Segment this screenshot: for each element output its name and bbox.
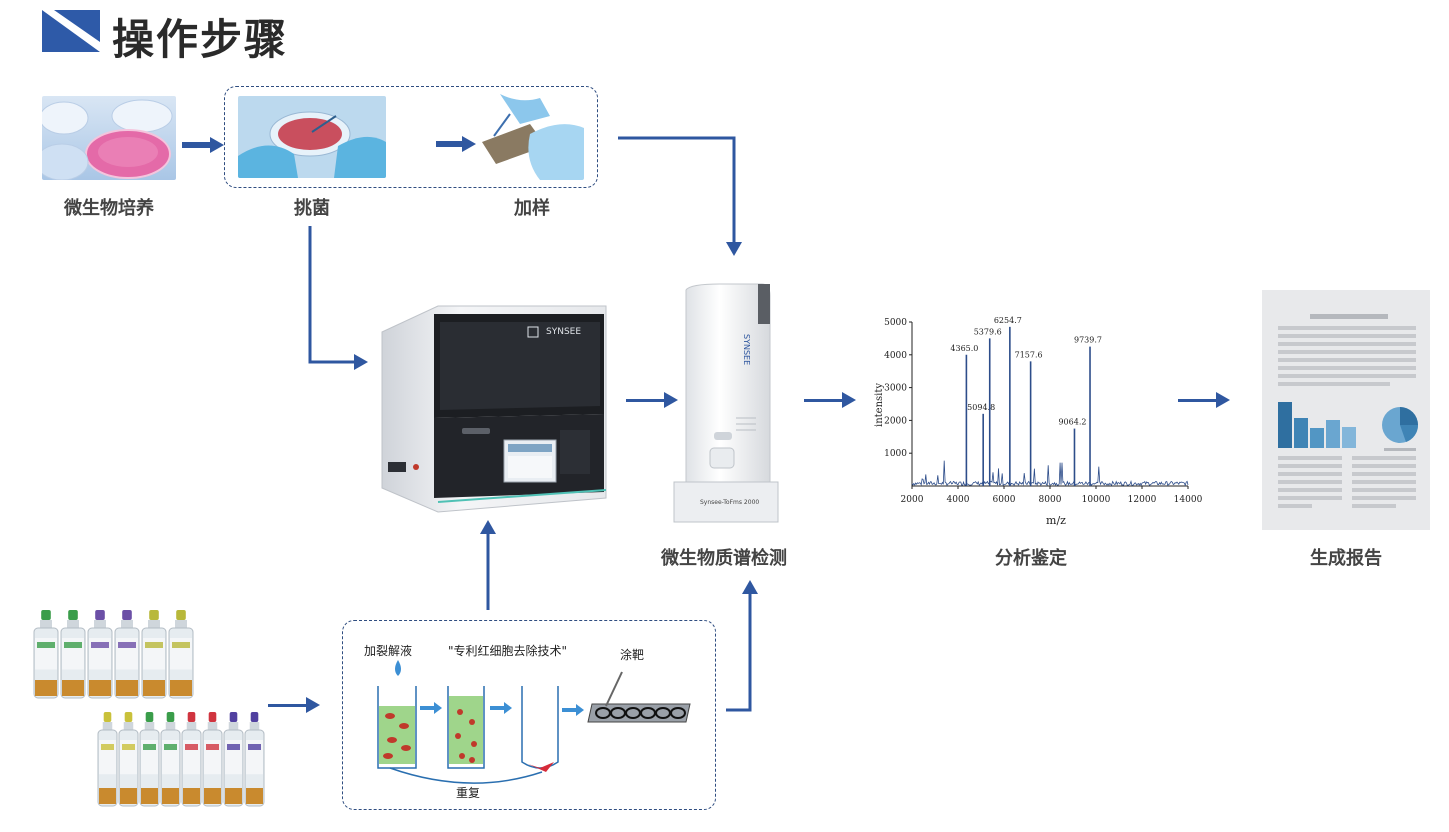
peak-label: 9739.7 bbox=[1074, 336, 1102, 345]
arrow-load-to-ms bbox=[618, 136, 742, 256]
peak-label: 6254.7 bbox=[994, 316, 1022, 325]
lysis-drop-icon bbox=[395, 660, 401, 676]
x-tick-label: 12000 bbox=[1128, 495, 1157, 505]
arrow-pick-to-load bbox=[436, 136, 476, 152]
y-tick-label: 3000 bbox=[884, 384, 907, 394]
page-title: 操作步骤 bbox=[112, 15, 289, 64]
arrow-pick-to-prep bbox=[308, 226, 368, 370]
culture-bottle bbox=[244, 712, 265, 807]
arrow-ms-to-analysis bbox=[804, 392, 856, 408]
culture-photo bbox=[42, 96, 176, 180]
load-photo bbox=[480, 94, 584, 180]
x-tick-label: 6000 bbox=[993, 495, 1016, 505]
step-pick-label: 挑菌 bbox=[294, 198, 330, 219]
sample-prep-instrument: SYNSEE bbox=[381, 305, 607, 513]
title-icon bbox=[42, 10, 100, 52]
pick-photo bbox=[238, 96, 386, 178]
x-axis-label: m/z bbox=[1046, 514, 1066, 527]
peak-label: 9064.2 bbox=[1058, 418, 1086, 427]
x-tick-label: 4000 bbox=[947, 495, 970, 505]
pipette-icon bbox=[605, 671, 623, 707]
step-report-label: 生成报告 bbox=[1310, 548, 1382, 569]
arrow-lysis-to-ms bbox=[726, 580, 758, 712]
report-document bbox=[1262, 290, 1430, 530]
arrow-analysis-to-report bbox=[1178, 392, 1230, 408]
culture-bottle bbox=[33, 610, 59, 699]
x-tick-label: 8000 bbox=[1039, 495, 1062, 505]
lysis-tech-label: "专利红细胞去除技术" bbox=[448, 644, 568, 658]
lysis-group bbox=[342, 620, 716, 810]
peak-label: 7157.6 bbox=[1015, 350, 1043, 359]
step-culture-label: 微生物培养 bbox=[64, 198, 154, 219]
culture-bottle bbox=[223, 712, 244, 807]
lysis-process-illustration bbox=[377, 660, 691, 784]
y-axis-label: intensity bbox=[874, 383, 885, 427]
culture-bottle bbox=[160, 712, 181, 807]
ms-model-text: Synsee-ToFms 2000 bbox=[700, 499, 759, 506]
x-tick-label: 14000 bbox=[1174, 495, 1203, 505]
culture-bottle bbox=[202, 712, 223, 807]
arrow-lysis-to-prep bbox=[480, 520, 496, 610]
y-tick-label: 1000 bbox=[884, 449, 907, 459]
x-tick-label: 10000 bbox=[1082, 495, 1111, 505]
peak-label: 5379.6 bbox=[974, 327, 1002, 336]
blood-culture-bottles bbox=[33, 610, 265, 807]
prep-brand-logo: SYNSEE bbox=[546, 327, 581, 337]
step-load-label: 加样 bbox=[514, 198, 550, 219]
lysis-add-label: 加裂解液 bbox=[364, 644, 413, 658]
culture-bottle bbox=[181, 712, 202, 807]
lysis-repeat-label: 重复 bbox=[456, 786, 481, 800]
arrow-bottles-to-lysis bbox=[268, 697, 320, 713]
pick-load-group bbox=[224, 86, 598, 188]
y-tick-label: 5000 bbox=[884, 318, 907, 328]
culture-bottle bbox=[139, 712, 160, 807]
culture-bottle bbox=[97, 712, 118, 807]
culture-bottle bbox=[87, 610, 113, 699]
arrow-prep-to-ms bbox=[626, 392, 678, 408]
culture-bottle bbox=[60, 610, 86, 699]
y-tick-label: 4000 bbox=[884, 351, 907, 361]
ms-instrument: Synsee-ToFms 2000 SYNSEE bbox=[673, 283, 779, 523]
culture-bottle bbox=[168, 610, 194, 699]
step-analysis-label: 分析鉴定 bbox=[995, 548, 1067, 569]
ms-brand-logo: SYNSEE bbox=[742, 334, 751, 365]
step-ms-label: 微生物质谱检测 bbox=[661, 548, 787, 569]
y-tick-label: 2000 bbox=[884, 416, 907, 426]
peak-label: 4365.0 bbox=[950, 344, 978, 353]
culture-bottle bbox=[114, 610, 140, 699]
peak-label: 5094.8 bbox=[967, 403, 995, 412]
lysis-smear-label: 涂靶 bbox=[620, 648, 645, 662]
culture-bottle bbox=[118, 712, 139, 807]
arrow-culture-to-pick bbox=[182, 137, 224, 153]
x-tick-label: 2000 bbox=[901, 495, 924, 505]
culture-bottle bbox=[141, 610, 167, 699]
mass-spectrum-chart: 2000 4000 6000 8000 10000 12000 14000 1000 2000 3… bbox=[874, 316, 1203, 527]
